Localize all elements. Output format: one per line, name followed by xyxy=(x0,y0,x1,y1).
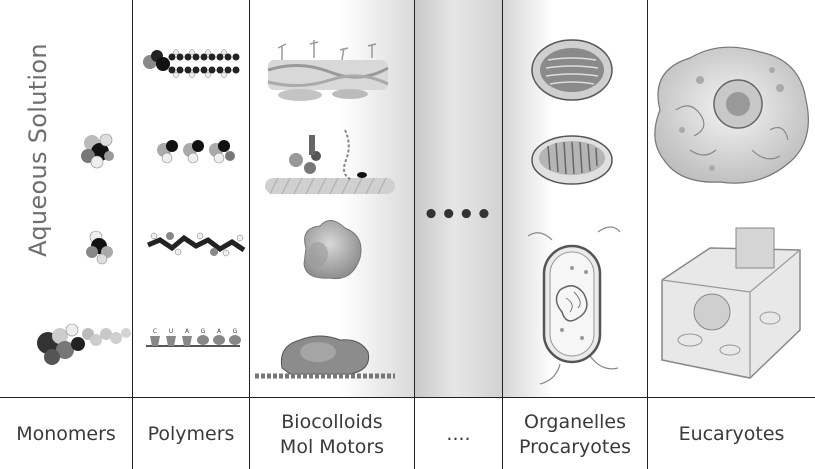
procaryote-cell-illustration xyxy=(528,227,620,384)
column-divider-5 xyxy=(647,0,648,469)
column-divider-4 xyxy=(502,0,503,469)
motor-protein-illustration xyxy=(265,130,395,194)
column-label-monomers: Monomers xyxy=(0,400,132,469)
label-line: Monomers xyxy=(16,422,116,447)
motor-complex-illustration xyxy=(255,336,395,376)
column-divider-2 xyxy=(249,0,250,469)
monomer-molecule-2 xyxy=(86,231,113,264)
label-line: Biocolloids xyxy=(280,410,384,435)
column-label-organelles: Organelles Procaryotes xyxy=(503,400,647,469)
label-line: Mol Motors xyxy=(280,435,384,460)
nucleotide-letter-6: G xyxy=(233,328,238,335)
column-divider-1 xyxy=(132,0,133,469)
label-line: Organelles xyxy=(519,410,631,435)
column-label-ellipsis: .... xyxy=(415,400,502,469)
label-line: Procaryotes xyxy=(519,435,631,460)
membrane-illustration xyxy=(268,40,388,101)
ellipsis-dots: •••• xyxy=(413,200,503,230)
monomer-molecule-3 xyxy=(37,324,131,365)
mitochondrion-illustration xyxy=(532,136,612,184)
polymer-chain-1 xyxy=(143,50,240,78)
column-label-polymers: Polymers xyxy=(133,400,249,469)
column-label-eucaryotes: Eucaryotes xyxy=(648,400,815,469)
nucleotide-letter-2: U xyxy=(169,328,173,335)
label-line: .... xyxy=(446,422,470,447)
animal-cell-illustration xyxy=(655,47,809,183)
plant-cell-illustration xyxy=(662,228,800,378)
nucleotide-letter-3: A xyxy=(185,328,190,335)
label-line: Eucaryotes xyxy=(679,422,785,447)
nucleotide-letter-4: G xyxy=(201,328,206,335)
nucleotide-letter-1: C xyxy=(153,328,157,335)
column-divider-3 xyxy=(414,0,415,469)
row-divider xyxy=(0,397,815,398)
polymer-chain-3 xyxy=(148,232,244,256)
protein-blob-illustration xyxy=(304,220,361,278)
polymer-rna-strand: C U A G A G xyxy=(146,328,241,346)
column-label-biocolloids: Biocolloids Mol Motors xyxy=(250,400,414,469)
nucleotide-letter-5: A xyxy=(217,328,222,335)
aqueous-solution-title: Aqueous Solution xyxy=(24,43,52,257)
organelle-cell-illustration xyxy=(532,40,612,100)
label-line: Polymers xyxy=(148,422,235,447)
monomer-molecule-1 xyxy=(81,134,114,168)
polymer-chain-2 xyxy=(157,140,235,163)
